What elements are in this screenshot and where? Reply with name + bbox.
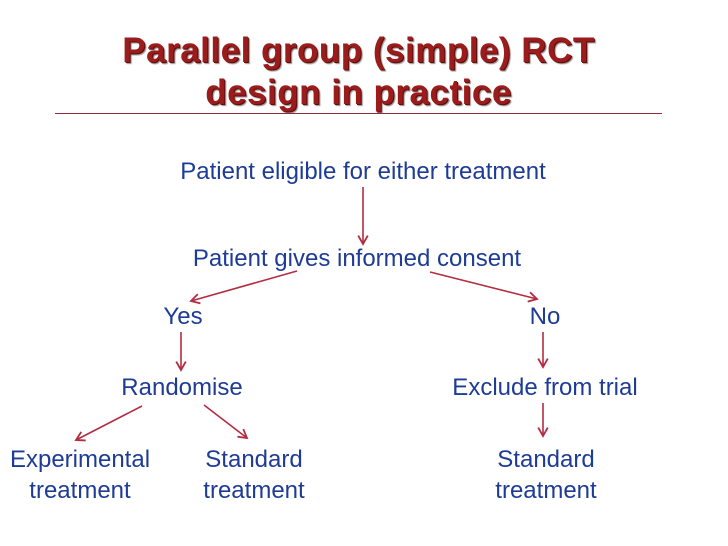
title-underline <box>55 113 662 114</box>
node-experimental-treatment: Experimental treatment <box>9 446 151 504</box>
node-yes: Yes <box>163 303 203 330</box>
node-informed-consent: Patient gives informed consent <box>192 245 522 272</box>
arrow-randomise-to-experimental <box>74 405 143 442</box>
node-exclude-from-trial: Exclude from trial <box>452 374 638 401</box>
node-randomise: Randomise <box>121 374 243 401</box>
slide-title: Parallel group (simple) RCT design in pr… <box>55 30 662 114</box>
slide-title-line1: Parallel group (simple) RCT <box>122 31 595 70</box>
arrow-randomise-to-standard <box>203 404 249 440</box>
arrow-consent-to-no <box>429 271 539 303</box>
slide-title-line2: design in practice <box>205 73 512 112</box>
node-standard-treatment-left: Standard treatment <box>203 446 305 504</box>
arrow-consent-to-yes <box>189 270 298 305</box>
node-no: No <box>529 303 561 330</box>
node-patient-eligible: Patient eligible for either treatment <box>180 158 546 185</box>
node-standard-treatment-right: Standard treatment <box>495 446 597 504</box>
